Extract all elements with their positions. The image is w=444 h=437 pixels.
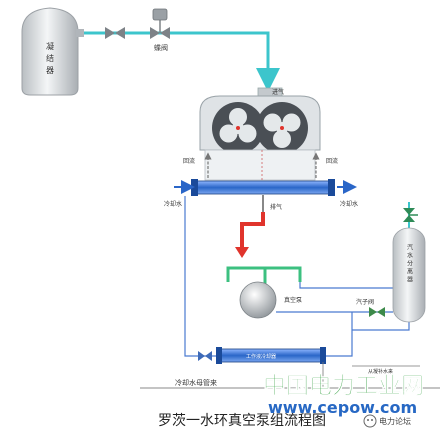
exhaust-label: 排气 bbox=[270, 203, 282, 211]
return-right-label: 回流 bbox=[326, 157, 338, 165]
diagram-caption: 罗茨一水环真空泵组流程图 bbox=[158, 413, 326, 429]
rotor-shaft-left bbox=[236, 126, 240, 130]
water-ring-pump bbox=[239, 281, 277, 319]
working-cooler-label: 工作液冷却器 bbox=[246, 353, 276, 360]
watermark-url: www.cepow.com bbox=[268, 398, 417, 417]
working-fluid-cooler bbox=[216, 347, 326, 364]
pump-cooler bbox=[191, 179, 335, 196]
inlet-valve-icon bbox=[198, 351, 212, 361]
exhaust-flow-arrow bbox=[240, 212, 265, 248]
forum-logo-text: 电力论坛 bbox=[379, 416, 411, 426]
suction-pipe bbox=[84, 31, 280, 92]
valve-right-label: 汽子阀 bbox=[356, 298, 374, 306]
rotor-shaft-right bbox=[280, 126, 284, 130]
roots-pump bbox=[199, 87, 321, 154]
separator-inlet-line bbox=[299, 282, 393, 289]
pump-base-frame bbox=[204, 149, 316, 181]
butterfly-valve-icon bbox=[150, 8, 170, 39]
valve-actuator bbox=[152, 8, 168, 21]
condenser-tank: 凝结器 bbox=[21, 7, 84, 96]
cooling-return-line bbox=[184, 196, 220, 357]
check-valve-icon bbox=[369, 307, 385, 317]
vacuum-pump-label: 真空泵 bbox=[284, 296, 302, 304]
steam-water-separator bbox=[392, 227, 426, 323]
separator-drain-line bbox=[352, 322, 410, 331]
cooling-main-label: 冷却水母管来 bbox=[175, 378, 217, 387]
rotor-left-icon bbox=[219, 108, 257, 143]
gate-valve-icon bbox=[105, 27, 125, 39]
separator-label: 汽水分离器 bbox=[406, 243, 413, 284]
condenser-label: 凝结器 bbox=[46, 41, 55, 78]
separator-vent-valve-icon bbox=[403, 208, 418, 222]
forum-logo: 电力论坛 bbox=[363, 414, 411, 428]
chat-bubble-icon bbox=[363, 414, 377, 428]
condenser-outlet-stub bbox=[76, 29, 84, 37]
butterfly-valve-label: 蝶阀 bbox=[154, 43, 168, 52]
watermark-site-name: 中国电力工业网 bbox=[263, 373, 424, 399]
cooling-water-right-label: 冷却水 bbox=[340, 200, 358, 208]
cooling-water-left-label: 冷却水 bbox=[164, 200, 182, 208]
exhaust-arrowhead bbox=[235, 247, 249, 258]
intake-label: 进气 bbox=[272, 88, 284, 96]
cooler-return-line bbox=[322, 312, 353, 357]
makeup-water-label: 从凝补水来 bbox=[368, 368, 393, 375]
return-left-label: 回流 bbox=[183, 157, 195, 165]
